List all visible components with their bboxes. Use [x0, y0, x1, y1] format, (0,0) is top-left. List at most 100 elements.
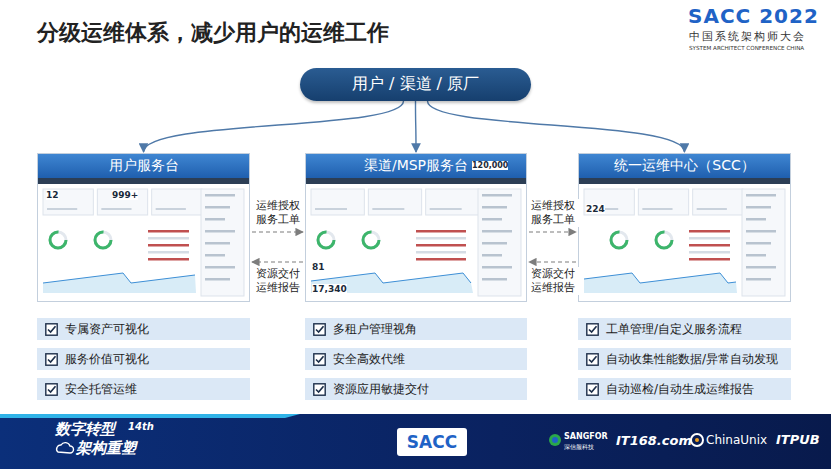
checkbox-frame [46, 323, 57, 334]
checkbox-icon [313, 323, 326, 336]
screen-area [311, 273, 473, 293]
sangfor-icon [549, 434, 561, 446]
node-text: 安全高效代维 [333, 351, 405, 368]
screen-bar [697, 208, 727, 210]
flow-arrow [428, 101, 685, 152]
screen-row [416, 237, 466, 240]
screen-line [482, 254, 502, 257]
node-text: 安全托管运维 [65, 381, 137, 398]
source-pill: 用户 / 渠道 / 原厂 [300, 68, 531, 101]
screen-number: 224 [586, 204, 605, 214]
checkbox-frame [46, 383, 57, 394]
console-panel: 渠道/MSP服务台 [305, 153, 527, 302]
screen-line [482, 194, 512, 197]
chinaunix-dot [695, 438, 699, 442]
screen-line [205, 194, 235, 197]
logo-subtitle: 中国系统架构师大会 [689, 29, 806, 44]
screen-line [746, 206, 771, 209]
screen-row [148, 258, 189, 261]
screen-line [205, 230, 235, 233]
checkbox-icon [45, 353, 58, 366]
screen-side [742, 189, 785, 296]
screen-line [482, 218, 502, 221]
node-text: 用户 / 渠道 / 原厂 [352, 74, 479, 95]
screen-donut-track [363, 232, 379, 248]
checkbox-frame [46, 353, 57, 364]
screen-row [416, 244, 466, 247]
screen-donut [363, 232, 379, 248]
checkbox-icon [45, 323, 58, 336]
screen-number: 120,000 [472, 161, 508, 170]
flow-arrow [415, 101, 417, 152]
screen-line [746, 230, 776, 233]
screen-navbar [579, 178, 790, 184]
checkbox-tick [589, 326, 597, 332]
banner-slogan: 架构重塑 [76, 439, 136, 458]
sponsor-logo: IT168.com [616, 433, 692, 448]
screen-side [478, 189, 521, 296]
screen-card [426, 189, 479, 215]
screen-bar [372, 208, 404, 210]
feature-box: 专属资产可视化 [37, 318, 250, 340]
screen-row [148, 251, 189, 254]
screen-donut-track [656, 232, 672, 248]
node-text: 统一运维中心（SCC） [614, 157, 754, 175]
screen-donut-track [318, 232, 334, 248]
checkbox-icon [586, 383, 599, 396]
screen-card [43, 189, 93, 215]
screen-card [693, 189, 743, 215]
console-panel: 用户服务台 [37, 153, 250, 302]
feature-box: 工单管理/自定义服务流程 [578, 318, 791, 340]
screen-row [689, 244, 730, 247]
edge-label: 运维授权 服务工单 [252, 199, 304, 227]
screen-bar [101, 208, 131, 210]
screen-donut [95, 232, 111, 248]
screen-bar [156, 208, 186, 210]
edge-label: 运维授权 服务工单 [527, 199, 579, 227]
sponsor-logo: ITPUB [776, 432, 820, 447]
screen-area [584, 273, 737, 293]
screen-card [638, 189, 688, 215]
screen-row [148, 237, 189, 240]
checkbox-frame [587, 353, 598, 364]
dashed-arrow [252, 231, 303, 232]
console-panel: 统一运维中心（SCC） [578, 153, 791, 302]
screen-card [311, 189, 364, 215]
screen-bg [306, 178, 526, 301]
checkbox-tick [48, 386, 56, 392]
screen-row [689, 230, 730, 233]
screen-bar [642, 208, 672, 210]
checkbox-tick [48, 326, 56, 332]
flow-arrow [144, 101, 404, 152]
sponsor-logo: 深信服科技 [564, 443, 594, 452]
logo-text: SACC 2022 [688, 4, 819, 28]
screen-row [689, 251, 730, 254]
checkbox-icon [586, 353, 599, 366]
feature-box: 多租户管理视角 [305, 318, 527, 340]
checkbox-tick [48, 356, 56, 362]
node-text: 服务价值可视化 [65, 351, 149, 368]
checkbox-frame [314, 323, 325, 334]
feature-box: 自动巡检/自动生成运维报告 [578, 378, 791, 400]
checkbox-tick [589, 386, 597, 392]
screen-row [148, 230, 189, 233]
screen-donut [50, 232, 66, 248]
panel-header: 统一运维中心（SCC） [579, 154, 790, 178]
screen-line [746, 278, 771, 281]
node-text: SACC [407, 432, 457, 452]
slide-title: 分级运维体系，减少用户的运维工作 [37, 18, 389, 48]
checkbox-tick [316, 326, 324, 332]
screen-number: 12 [46, 190, 59, 200]
sangfor-icon-inner [552, 437, 558, 443]
screen-card [152, 189, 202, 215]
checkbox-frame [314, 383, 325, 394]
screen-line [482, 206, 507, 209]
screen-line [746, 254, 766, 257]
screen-navbar [306, 178, 526, 184]
screen-navbar [38, 178, 249, 184]
chinaunix-icon [691, 434, 703, 446]
banner-stripe [0, 414, 300, 418]
screen-bg [38, 178, 249, 301]
sacc-badge: SACC [397, 428, 467, 456]
screen-line [482, 278, 507, 281]
